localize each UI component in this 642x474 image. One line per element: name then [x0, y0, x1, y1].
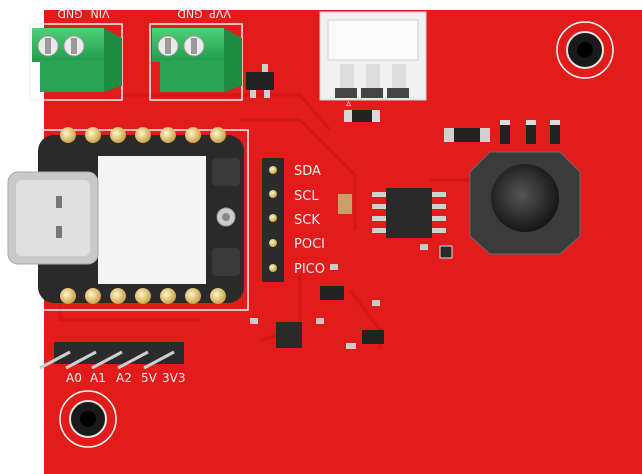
- header-label-scl: SCL: [294, 189, 319, 204]
- mounting-hole-icon: [59, 390, 117, 448]
- sot23-transistor: [246, 64, 274, 98]
- terminal-block-icon: [149, 23, 243, 101]
- header-label-a2: A2: [116, 371, 132, 385]
- mounting-hole-icon: [556, 21, 614, 79]
- header-label-3v3: 3V3: [162, 371, 185, 385]
- module-pads-bottom: [60, 288, 226, 304]
- terminal-vvp-label: VVP: [209, 7, 231, 20]
- header-label-5v: 5V: [141, 371, 158, 385]
- smd-capacitors: [250, 194, 453, 349]
- header-label-a0: A0: [66, 371, 82, 385]
- copper-traces: [58, 93, 470, 350]
- usb-c-icon: [7, 171, 99, 265]
- pin-header-right: [262, 158, 284, 282]
- header-label-pico: PICO: [294, 262, 325, 277]
- terminal-vin-label: VIN: [91, 7, 110, 20]
- header-label-sck: SCK: [294, 213, 320, 228]
- jst-connector: [319, 11, 427, 101]
- header-label-poci: POCI: [294, 237, 325, 252]
- smd-diode: [444, 128, 490, 142]
- terminal-block-icon: [29, 23, 123, 101]
- connector-pin1-marker: ▵: [346, 98, 351, 109]
- module-pads-top: [60, 127, 226, 143]
- inductor-icon: [469, 151, 581, 255]
- header-label-a1: A1: [90, 371, 106, 385]
- terminal-vvp-gnd-label: GND: [177, 7, 202, 20]
- smd-resistor-array: [500, 120, 560, 144]
- header-label-sda: SDA: [294, 164, 321, 179]
- pin-header-bottom: [39, 342, 184, 370]
- smd-resistor: [344, 110, 380, 122]
- ic-chip-icon: [372, 188, 446, 238]
- terminal-vin-gnd-label: GND: [57, 7, 82, 20]
